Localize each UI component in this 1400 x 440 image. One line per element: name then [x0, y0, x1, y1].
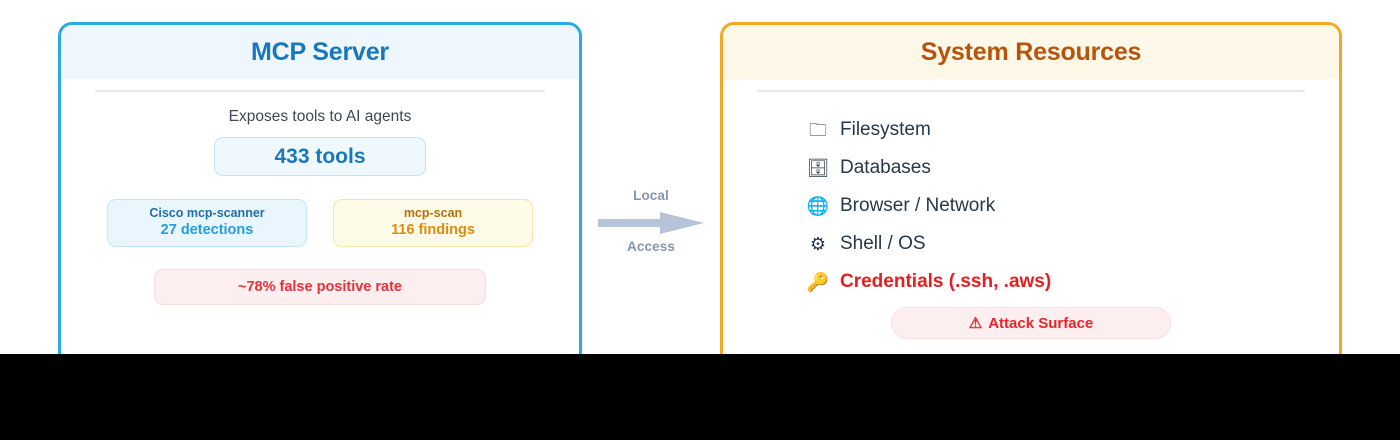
warning-triangle-icon: ⚠ [968, 315, 983, 332]
globe-icon: 🌐 [806, 196, 830, 216]
list-item-label-shell-os: Shell / OS [840, 233, 926, 254]
list-item-label-credentials: Credentials (.ssh, .aws) [840, 271, 1052, 292]
letterbox-bar [0, 354, 1400, 440]
system-resources-list: 🗀 Filesystem 🗄 Databases 🌐 Browser / Net… [757, 111, 1305, 301]
scanner-name-cisco: Cisco mcp-scanner [149, 206, 265, 221]
file-cabinet-icon: 🗄 [806, 158, 830, 178]
right-card-divider [757, 90, 1305, 92]
scanner-value-cisco: 27 detections [160, 221, 254, 238]
scanner-badge-cisco-mcp-scanner: Cisco mcp-scanner 27 detections [107, 199, 307, 247]
gear-icon: ⚙ [809, 234, 827, 254]
connector-label-bottom: Access [627, 239, 675, 254]
list-item-label-filesystem: Filesystem [840, 119, 931, 140]
list-item-databases: 🗄 Databases [807, 149, 1305, 187]
list-item-label-browser-network: Browser / Network [840, 195, 996, 216]
folder-icon: 🗀 [809, 120, 827, 140]
local-access-connector: Local Access [598, 188, 704, 254]
attack-surface-label: Attack Surface [988, 314, 1094, 332]
false-positive-rate-pill: ~78% false positive rate [154, 269, 486, 305]
arrow-right-icon [598, 212, 704, 234]
system-resources-card-header: System Resources [723, 25, 1339, 79]
list-item-credentials: 🔑 Credentials (.ssh, .aws) [807, 263, 1305, 301]
connector-label-top: Local [633, 188, 669, 203]
scanner-badge-mcp-scan: mcp-scan 116 findings [333, 199, 533, 247]
mcp-server-card-body: Exposes tools to AI agents 433 tools Cis… [61, 90, 579, 305]
list-item-filesystem: 🗀 Filesystem [807, 111, 1305, 149]
mcp-server-card: MCP Server Exposes tools to AI agents 43… [58, 22, 582, 354]
system-resources-card: System Resources 🗀 Filesystem 🗄 Database… [720, 22, 1342, 354]
system-resources-title: System Resources [920, 37, 1142, 66]
scanner-name-mcp-scan: mcp-scan [403, 206, 463, 221]
scanner-value-mcp-scan: 116 findings [391, 221, 475, 238]
scanner-badge-row: Cisco mcp-scanner 27 detections mcp-scan… [95, 199, 545, 247]
mcp-server-card-header: MCP Server [61, 25, 579, 79]
key-icon: 🔑 [806, 272, 830, 292]
list-item-label-databases: Databases [840, 157, 931, 178]
list-item-browser-network: 🌐 Browser / Network [807, 187, 1305, 225]
mcp-server-subtitle: Exposes tools to AI agents [228, 108, 412, 125]
tools-count-badge: 433 tools [214, 137, 426, 176]
mcp-server-title: MCP Server [251, 37, 389, 66]
system-resources-card-body: 🗀 Filesystem 🗄 Databases 🌐 Browser / Net… [723, 90, 1339, 339]
list-item-shell-os: ⚙ Shell / OS [807, 225, 1305, 263]
diagram-canvas: MCP Server Exposes tools to AI agents 43… [0, 0, 1400, 354]
attack-surface-pill: ⚠ Attack Surface [891, 307, 1171, 339]
left-card-divider [95, 90, 545, 92]
